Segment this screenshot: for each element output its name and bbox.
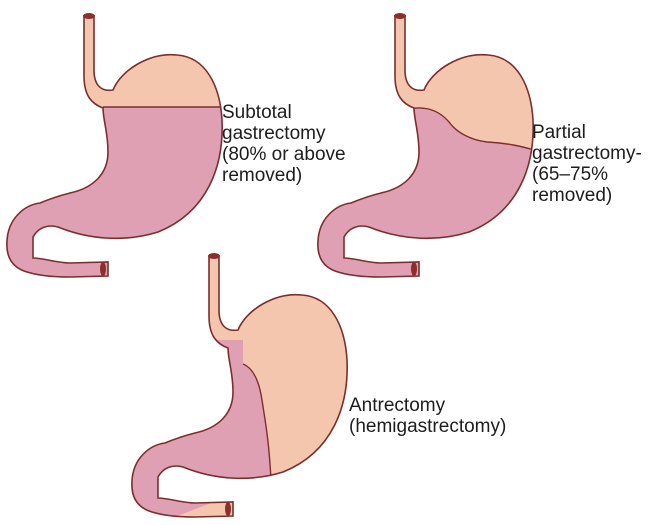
caption-partial-gastrectomy: Partial gastrectomy- (65–75% removed) (532, 122, 642, 206)
stomach-partial (311, 13, 551, 300)
caption-line: Partial (532, 122, 642, 143)
caption-line: gastrectomy- (532, 143, 642, 164)
stomach-subtotal (0, 13, 240, 287)
caption-antrectomy: Antrectomy (hemigastrectomy) (349, 395, 506, 437)
caption-line: Subtotal (222, 102, 346, 123)
caption-line: removed) (222, 165, 346, 186)
resected-region-antrectomy (115, 340, 271, 525)
caption-subtotal-gastrectomy: Subtotal gastrectomy (80% or above remov… (222, 102, 346, 186)
caption-line: (hemigastrectomy) (349, 416, 506, 437)
caption-line: (65–75% (532, 164, 642, 185)
caption-line: gastrectomy (222, 123, 346, 144)
esophagus-opening (83, 13, 95, 19)
caption-line: removed) (532, 185, 642, 206)
stomach-antrectomy (115, 253, 347, 525)
resected-region-subtotal (0, 107, 240, 287)
caption-line: (80% or above (222, 144, 346, 165)
duodenum-opening (100, 262, 106, 276)
caption-line: Antrectomy (349, 395, 506, 416)
